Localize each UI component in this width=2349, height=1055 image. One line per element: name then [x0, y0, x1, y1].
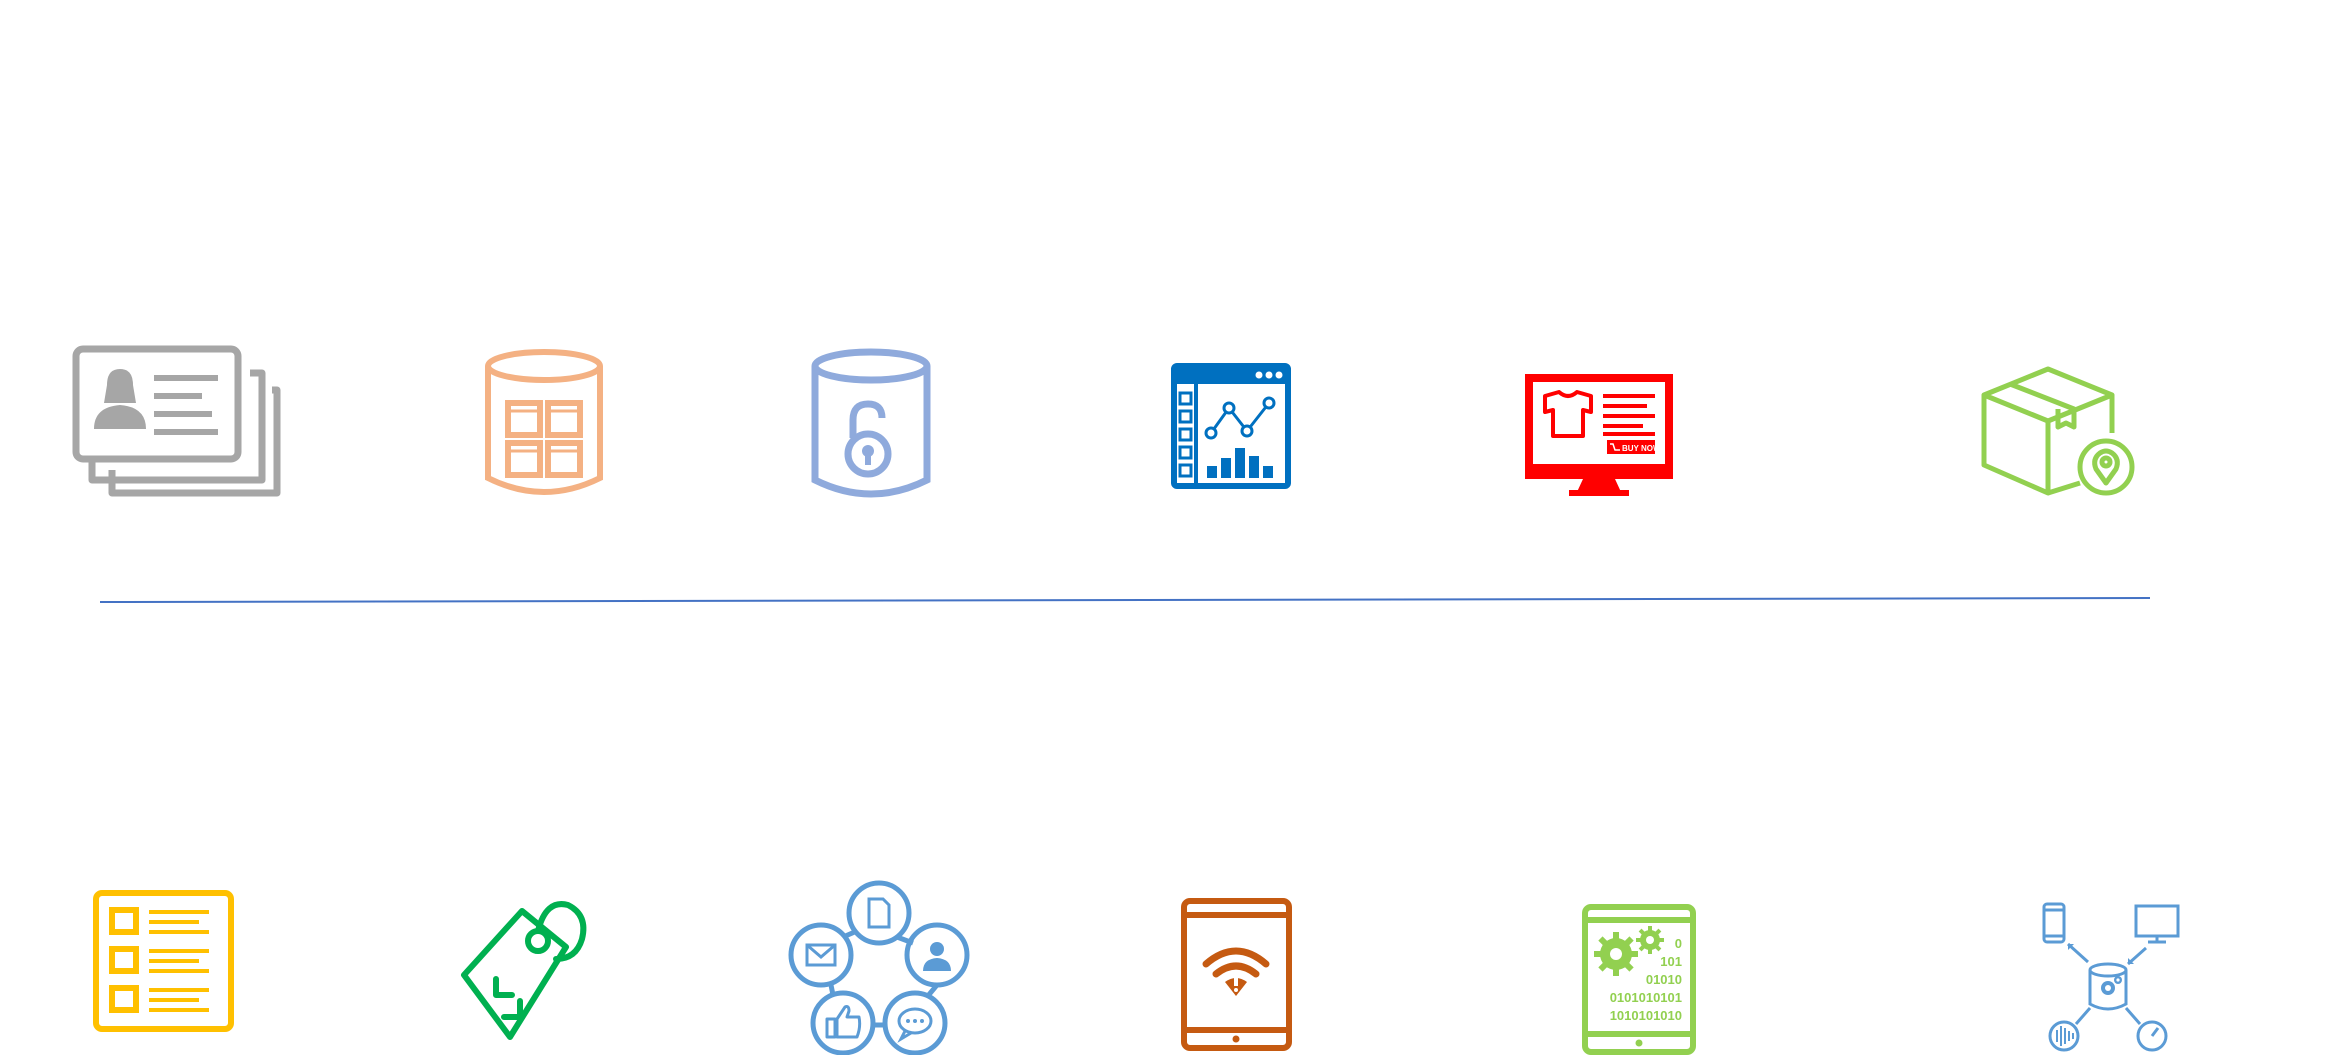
- social-network-icon: [787, 880, 971, 1055]
- checklist-icon: [93, 890, 234, 1032]
- buy-now-label: BUY NOW: [1622, 444, 1661, 453]
- online-shop-monitor-icon: BUY NOW: [1523, 372, 1675, 498]
- binary-line-3: 01010: [1646, 972, 1682, 987]
- contact-cards-icon: [72, 345, 282, 500]
- price-tag-scan-icon: [458, 897, 588, 1042]
- database-grid-icon: [483, 348, 605, 498]
- binary-line-1: 0: [1675, 936, 1682, 951]
- data-hub-devices-icon: [2034, 900, 2182, 1054]
- binary-line-4: 0101010101: [1610, 990, 1682, 1005]
- binary-line-2: 101: [1660, 954, 1682, 969]
- binary-line-5: 1010101010: [1610, 1008, 1682, 1023]
- divider-line: [100, 597, 2150, 603]
- database-unlock-icon: [810, 348, 932, 500]
- analytics-dashboard-icon: [1171, 363, 1291, 489]
- tablet-wifi-icon: [1181, 898, 1292, 1051]
- package-location-icon: [1980, 365, 2137, 499]
- tablet-binary-gears-icon: 0 101 01010 0101010101 1010101010: [1582, 904, 1696, 1055]
